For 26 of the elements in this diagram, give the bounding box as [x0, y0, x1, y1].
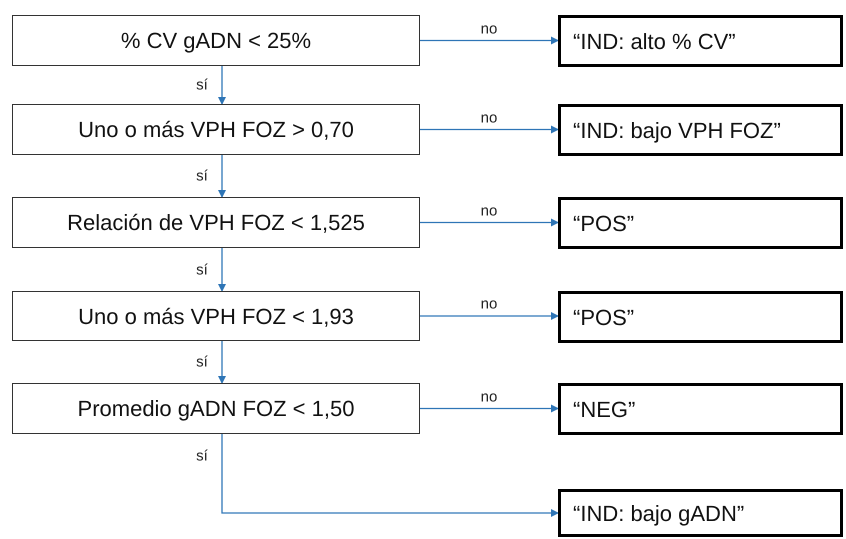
arrow	[420, 404, 559, 412]
decision-box: Relación de VPH FOZ < 1,525	[12, 197, 420, 248]
decision-box: Promedio gADN FOZ < 1,50	[12, 383, 420, 434]
edge-label: sí	[196, 448, 208, 464]
edge-label: sí	[196, 168, 208, 184]
result-box: “IND: bajo VPH FOZ”	[558, 104, 843, 156]
edge-label: sí	[196, 262, 208, 277]
result-box: “POS”	[558, 291, 843, 343]
arrow	[218, 248, 226, 292]
result-box: “IND: alto % CV”	[558, 15, 843, 67]
edge-label: sí	[196, 78, 208, 92]
edge-label: sí	[196, 354, 208, 370]
arrow	[420, 218, 559, 226]
arrow	[218, 341, 226, 384]
arrow	[420, 312, 559, 320]
decision-box: % CV gADN < 25%	[12, 15, 420, 66]
decision-box: Uno o más VPH FOZ < 1,93	[12, 291, 420, 341]
arrow	[221, 434, 559, 517]
decision-box: Uno o más VPH FOZ > 0,70	[12, 104, 420, 155]
result-box: “NEG”	[558, 383, 843, 435]
arrow	[420, 36, 559, 44]
arrow	[218, 155, 226, 198]
result-box: “POS”	[558, 197, 843, 249]
arrow	[420, 126, 559, 134]
result-box: “IND: bajo gADN”	[558, 489, 843, 537]
arrow	[218, 66, 226, 105]
